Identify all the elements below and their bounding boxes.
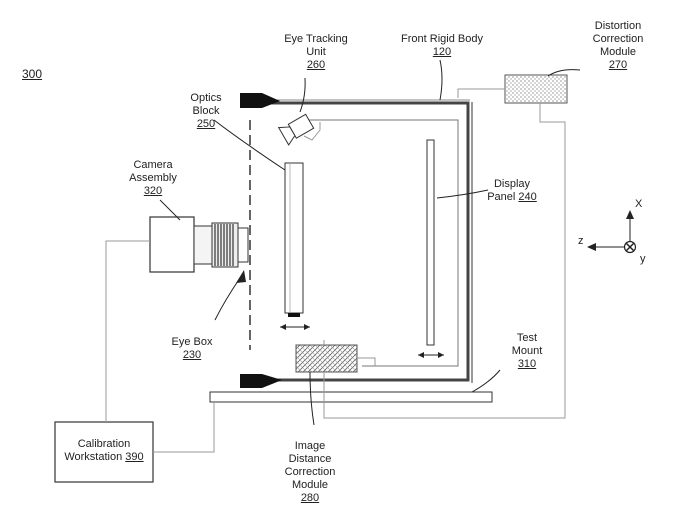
axis-label-x: X bbox=[635, 198, 643, 210]
label-display-panel: Display Panel 240 bbox=[487, 178, 537, 203]
leader-lines bbox=[159, 59, 581, 426]
label-test-mount: Test Mount 310 bbox=[511, 332, 543, 370]
image-distance-correction-box bbox=[295, 344, 358, 373]
label-optics-block: Optics Block 250 bbox=[190, 92, 222, 130]
test-mount-plate bbox=[209, 391, 493, 403]
connection-wires bbox=[105, 88, 566, 453]
camera-assembly bbox=[149, 216, 249, 273]
display-panel bbox=[418, 139, 444, 358]
optics-block bbox=[280, 162, 310, 330]
label-eye-box: Eye Box 230 bbox=[171, 336, 213, 361]
label-front-rigid-body: Front Rigid Body 120 bbox=[401, 33, 483, 58]
label-eye-tracking-unit: Eye Tracking Unit 260 bbox=[284, 33, 348, 71]
label-distortion-correction-module: Distortion Correction Module 270 bbox=[592, 20, 644, 71]
eye-box-arrowhead bbox=[236, 270, 246, 283]
calibration-workstation-box bbox=[54, 421, 154, 483]
distortion-correction-box bbox=[504, 74, 568, 104]
axis-label-y: y bbox=[640, 253, 646, 265]
coordinate-axes bbox=[587, 210, 637, 254]
front-rigid-body bbox=[240, 93, 473, 388]
eye-tracking-camera bbox=[277, 113, 315, 146]
label-calibration-workstation: Calibration Workstation 390 bbox=[64, 438, 144, 463]
label-image-distance-correction-module: Image Distance Correction Module 280 bbox=[284, 440, 336, 504]
axis-label-z: z bbox=[578, 235, 584, 247]
label-camera-assembly: Camera Assembly 320 bbox=[129, 159, 177, 197]
figure-number: 300 bbox=[22, 67, 43, 81]
